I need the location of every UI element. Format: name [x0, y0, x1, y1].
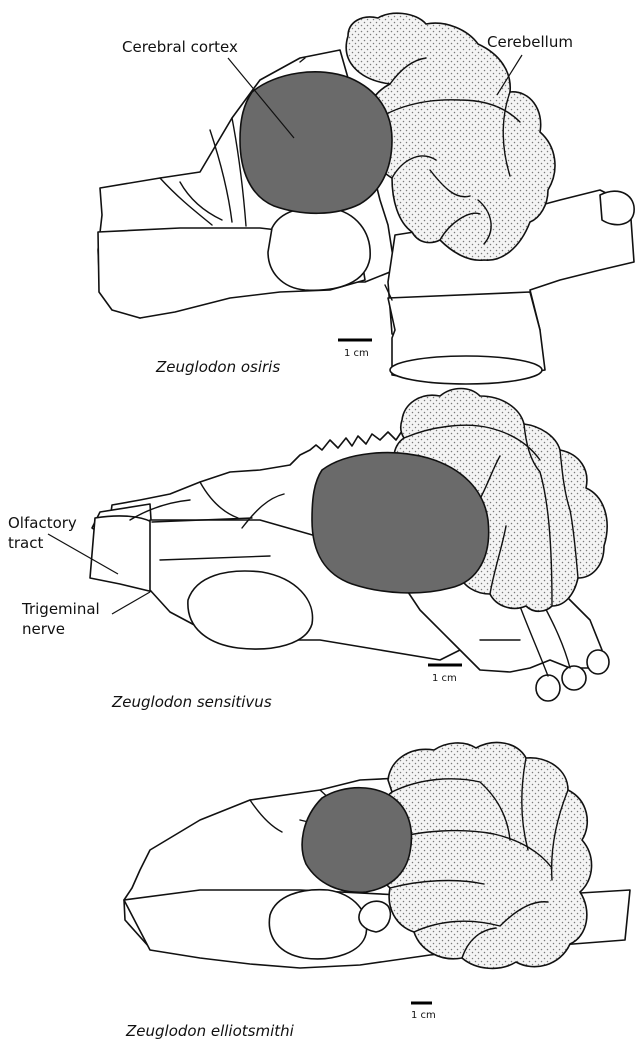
panel-zeuglodon-elliotsmithi: 1 cm Zeuglodon elliotsmithi: [124, 743, 630, 1040]
caption-zeuglodon-elliotsmithi: Zeuglodon elliotsmithi: [125, 1022, 295, 1040]
panel-zeuglodon-osiris: Cerebral cortex Cerebellum 1 cm Zeuglodo…: [98, 13, 634, 384]
osiris-stem-end: [390, 356, 542, 384]
elliotsmithi-small-knob: [359, 901, 390, 932]
caption-zeuglodon-sensitivus: Zeuglodon sensitivus: [111, 693, 272, 711]
sensitivus-scale-label: 1 cm: [432, 673, 457, 684]
label-cerebellum: Cerebellum: [487, 33, 573, 51]
osiris-scale-label: 1 cm: [344, 348, 369, 359]
panel-zeuglodon-sensitivus: Olfactory tract Trigeminal nerve 1 cm Ze…: [8, 389, 609, 712]
sensitivus-tip-3: [587, 650, 609, 674]
label-trigeminal-line2: nerve: [22, 620, 65, 638]
osiris-ventral-lobe: [268, 207, 370, 290]
label-cerebral-cortex: Cerebral cortex: [122, 38, 238, 56]
sensitivus-tip-1: [536, 675, 560, 701]
osiris-cerebral-cortex: [240, 72, 392, 213]
label-trigeminal-line1: Trigeminal: [21, 600, 100, 618]
elliotsmithi-cerebral-cortex: [302, 788, 411, 893]
caption-zeuglodon-osiris: Zeuglodon osiris: [155, 358, 280, 376]
elliotsmithi-ventral-lobe: [269, 890, 366, 959]
elliotsmithi-scale-label: 1 cm: [411, 1010, 436, 1021]
osiris-right-knob: [600, 191, 634, 225]
label-olfactory-line1: Olfactory: [8, 514, 77, 532]
sensitivus-tip-2: [562, 666, 586, 690]
leader-trigeminal: [112, 592, 150, 614]
label-olfactory-line2: tract: [8, 534, 43, 552]
